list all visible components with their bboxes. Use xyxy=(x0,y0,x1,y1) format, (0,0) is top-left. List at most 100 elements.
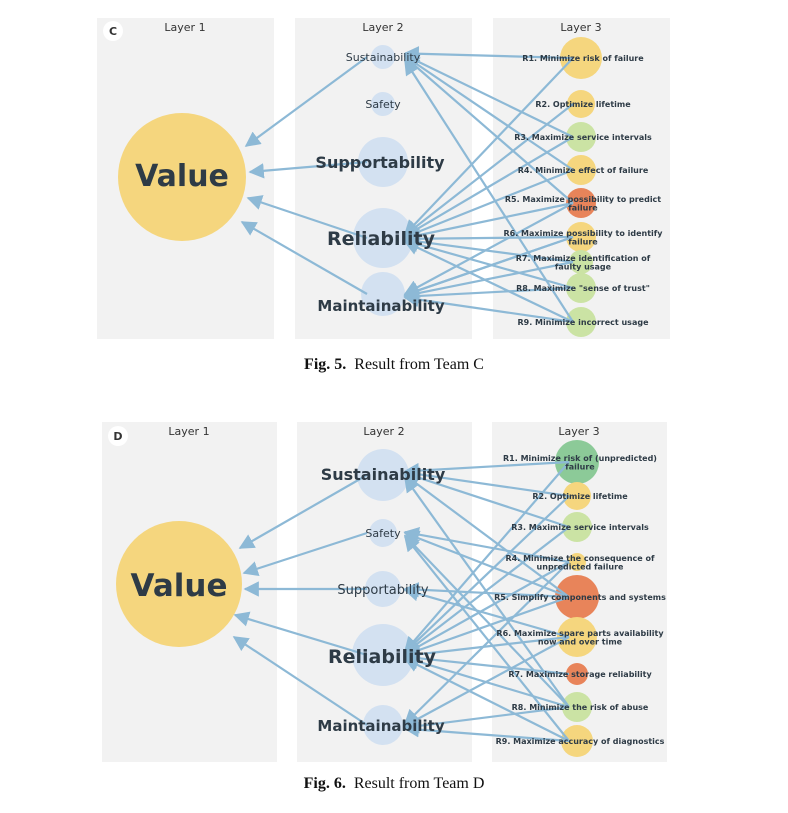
requirement-label-r7: R7. Maximize identification of xyxy=(516,254,651,263)
label-sustainability: Sustainability xyxy=(346,51,421,64)
figure-badge: D xyxy=(113,430,122,443)
figure-badge-circle xyxy=(103,21,123,41)
layer3-labels: R1. Minimize risk of (unpredicted)failur… xyxy=(494,454,666,746)
figure-team-d: D Layer 1 Layer 2 Layer 3 Value Sustaina… xyxy=(102,422,667,762)
connector-arrow xyxy=(403,561,570,726)
node-safety xyxy=(369,519,397,547)
req-node-r1 xyxy=(560,37,602,79)
requirement-label-r5: R5. Maximize possibility to predict xyxy=(505,195,661,204)
connector-arrow xyxy=(403,54,574,138)
caption-text: Result from Team D xyxy=(353,775,485,792)
connector-arrow xyxy=(403,168,574,240)
node-sustainability xyxy=(357,449,409,501)
connector-arrow xyxy=(403,636,570,727)
connector-arrow xyxy=(246,195,368,240)
requirement-label-r6: now and over time xyxy=(538,637,623,646)
connector-arrow xyxy=(403,201,574,243)
label-supportability: Supportability xyxy=(337,583,429,598)
connector-arrow xyxy=(403,650,570,676)
layer3-nodes xyxy=(555,440,599,757)
requirement-label-r1: failure xyxy=(565,462,595,471)
req-node-r8 xyxy=(562,692,592,722)
connector-arrow xyxy=(238,474,368,549)
req-node-r7 xyxy=(569,250,593,274)
layer2-nodes xyxy=(352,449,414,745)
req-node-r6 xyxy=(557,617,597,657)
requirement-label-r2: R2. Optimize lifetime xyxy=(535,100,631,109)
connector-arrow xyxy=(240,221,368,295)
requirement-label-r2: R2. Optimize lifetime xyxy=(532,492,628,501)
connector-arrow xyxy=(403,136,574,238)
connector-arrow xyxy=(403,57,574,236)
panel-title-layer3: Layer 3 xyxy=(558,425,599,438)
requirement-label-r5: failure xyxy=(568,203,598,212)
req-node-r3 xyxy=(566,122,596,152)
connector-arrow xyxy=(403,495,570,654)
layer2-nodes xyxy=(353,45,413,316)
requirement-label-r6: failure xyxy=(568,237,598,246)
connector-arrow xyxy=(403,103,574,237)
requirement-label-r9: R9. Minimize incorrect usage xyxy=(518,318,650,327)
connector-arrow xyxy=(403,460,570,479)
connector-arrow xyxy=(403,705,570,734)
connector-arrow xyxy=(403,202,574,295)
panel-title-layer3: Layer 3 xyxy=(560,21,601,34)
connector-arrow xyxy=(403,526,570,655)
node-supportability xyxy=(365,571,401,607)
requirement-label-r7: faulty usage xyxy=(555,262,612,271)
connector-arrow xyxy=(403,461,570,653)
value-node xyxy=(116,521,242,647)
value-label: Value xyxy=(131,568,228,604)
connector-arrow xyxy=(403,581,570,599)
figure-team-c: C Layer 1 Layer 2 Layer 3 Value Sustaina… xyxy=(97,18,670,339)
requirement-label-r3: R3. Maximize service intervals xyxy=(511,523,649,532)
layer2-labels: Sustainability Safety Supportability Rel… xyxy=(315,51,445,315)
connector-arrow xyxy=(248,160,368,179)
node-supportability xyxy=(358,137,408,187)
node-reliability xyxy=(352,624,414,686)
layer3-nodes xyxy=(560,37,602,337)
connector-arrow xyxy=(403,55,574,171)
req-node-r9 xyxy=(566,307,596,337)
req-node-r8 xyxy=(566,273,596,303)
connector-arrow xyxy=(403,235,574,298)
label-reliability: Reliability xyxy=(328,646,437,668)
connector-arrow xyxy=(403,233,574,264)
connector-arrow xyxy=(403,561,570,656)
layer2-labels: Sustainability Safety Supportability Rel… xyxy=(317,465,445,735)
figure-badge: C xyxy=(109,25,117,38)
label-maintainability: Maintainability xyxy=(317,717,444,735)
requirement-label-r4: unpredicted failure xyxy=(537,562,624,571)
caption-figure-6: Fig. 6. Result from Team D xyxy=(0,775,788,793)
connector-arrow xyxy=(403,534,570,708)
requirement-label-r4: R4. Minimize effect of failure xyxy=(518,166,649,175)
connector-arrow xyxy=(403,635,570,662)
panel-title-layer2: Layer 2 xyxy=(363,425,404,438)
connector-arrow xyxy=(403,530,570,599)
node-sustainability xyxy=(371,45,395,69)
req-node-r5 xyxy=(566,188,596,218)
requirement-label-r8: R8. Maximize "sense of trust" xyxy=(516,284,650,293)
requirement-label-r7: R7. Maximize storage reliability xyxy=(508,670,652,679)
requirement-label-r3: R3. Maximize service intervals xyxy=(514,133,652,142)
caption-text: Result from Team C xyxy=(354,356,484,373)
requirement-label-r5: R5. Simplify components and systems xyxy=(494,593,666,602)
connector-arrow xyxy=(403,260,574,301)
value-node xyxy=(118,113,246,241)
label-safety: Safety xyxy=(365,527,401,540)
connector-arrow xyxy=(403,46,574,62)
label-maintainability: Maintainability xyxy=(317,297,444,315)
label-reliability: Reliability xyxy=(327,228,436,250)
requirement-label-r9: R9. Maximize accuracy of diagnostics xyxy=(496,737,665,746)
label-safety: Safety xyxy=(365,98,401,111)
node-maintainability xyxy=(361,272,405,316)
connector-arrow xyxy=(242,531,368,577)
figure-badge-circle xyxy=(108,426,128,446)
caption-number: Fig. 6. xyxy=(303,775,346,792)
req-node-r2 xyxy=(567,90,595,118)
requirement-label-r8: R8. Minimize the risk of abuse xyxy=(512,703,649,712)
connector-arrow xyxy=(232,636,368,726)
caption-figure-5: Fig. 5. Result from Team C xyxy=(0,356,788,374)
requirement-label-r6: R6. Maximize possibility to identify xyxy=(504,229,664,238)
